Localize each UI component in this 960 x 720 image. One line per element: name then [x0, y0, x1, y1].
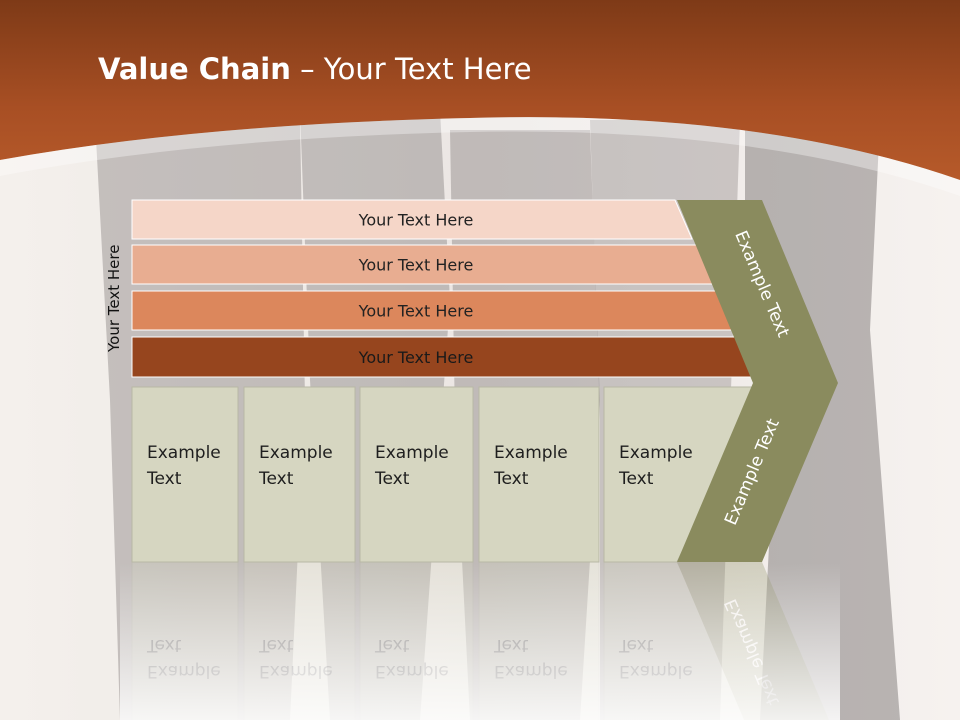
side-label: Your Text Here: [105, 244, 123, 352]
primary-box-label-3-line2: Text: [374, 469, 410, 489]
primary-box-label-2-line2: Text: [258, 469, 294, 489]
page-title-bold: Value Chain: [98, 52, 291, 86]
support-bar-label-1: Your Text Here: [358, 211, 474, 230]
primary-box-label-3-line1: Example: [375, 443, 449, 463]
primary-box-label-1-line2: Text: [146, 469, 182, 489]
primary-box-label-5-line1: Example: [619, 443, 693, 463]
reflection-fade: [120, 563, 840, 720]
support-bar-label-4: Your Text Here: [358, 348, 474, 367]
header-band: [0, 0, 960, 180]
primary-box-3: [359, 386, 474, 563]
support-bar-1: [131, 199, 693, 240]
primary-box-label-2-line1: Example: [259, 443, 333, 463]
page-title-rest: – Your Text Here: [290, 52, 532, 86]
header-curve-highlight: [0, 117, 960, 196]
primary-box-label-4-line2: Text: [493, 469, 529, 489]
primary-box-label-4-line1: Example: [494, 443, 568, 463]
primary-box-4: [478, 386, 600, 563]
page-title: Value Chain – Your Text Here: [98, 52, 532, 86]
primary-box-label-1-line1: Example: [147, 443, 221, 463]
support-bar-label-2: Your Text Here: [358, 256, 474, 275]
primary-box-label-5-line2: Text: [618, 469, 654, 489]
primary-box-1: [131, 386, 239, 563]
margin-chevron: [677, 200, 838, 562]
support-bar-label-3: Your Text Here: [358, 302, 474, 321]
primary-box-2: [243, 386, 356, 563]
